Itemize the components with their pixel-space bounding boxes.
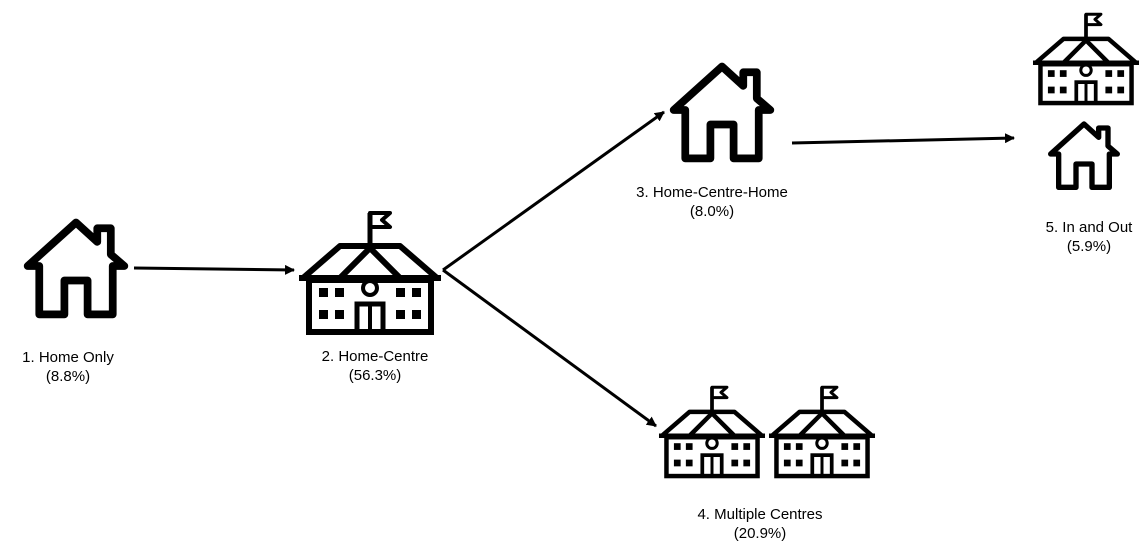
label-home-centre-home: 3. Home-Centre-Home (8.0%) bbox=[612, 183, 812, 221]
edge-home-centre-to-multiple-centres bbox=[442, 268, 657, 428]
school-icon-multiple-centres-right bbox=[769, 387, 875, 476]
node-share: (56.3%) bbox=[348, 367, 402, 384]
edge-home-centre-to-home-centre-home bbox=[442, 110, 665, 272]
school-icon-in-and-out bbox=[1033, 14, 1139, 103]
edge-home-only-to-home-centre bbox=[133, 264, 295, 275]
node-name: 2. Home-Centre bbox=[321, 348, 429, 365]
node-name: 4. Multiple Centres bbox=[697, 506, 823, 523]
node-share: (8.0%) bbox=[689, 203, 735, 220]
node-name: 5. In and Out bbox=[1045, 219, 1133, 236]
node-name: 1. Home Only bbox=[22, 349, 114, 366]
school-icon-home-centre bbox=[299, 213, 441, 332]
edge-home-centre-home-to-in-and-out bbox=[791, 133, 1015, 145]
school-icon-multiple-centres-left bbox=[659, 387, 765, 476]
node-share: (8.8%) bbox=[45, 368, 91, 385]
house-icon-home-centre-home bbox=[674, 67, 771, 159]
label-in-and-out: 5. In and Out (5.9%) bbox=[1034, 218, 1144, 256]
house-icon-in-and-out bbox=[1051, 124, 1118, 187]
label-multiple-centres: 4. Multiple Centres (20.9%) bbox=[670, 505, 850, 543]
node-share: (20.9%) bbox=[733, 525, 787, 542]
house-icon-home-only bbox=[28, 223, 125, 315]
node-share: (5.9%) bbox=[1066, 238, 1112, 255]
label-home-only: 1. Home Only (8.8%) bbox=[4, 348, 132, 386]
node-name: 3. Home-Centre-Home bbox=[636, 184, 788, 201]
label-home-centre: 2. Home-Centre (56.3%) bbox=[300, 347, 450, 385]
